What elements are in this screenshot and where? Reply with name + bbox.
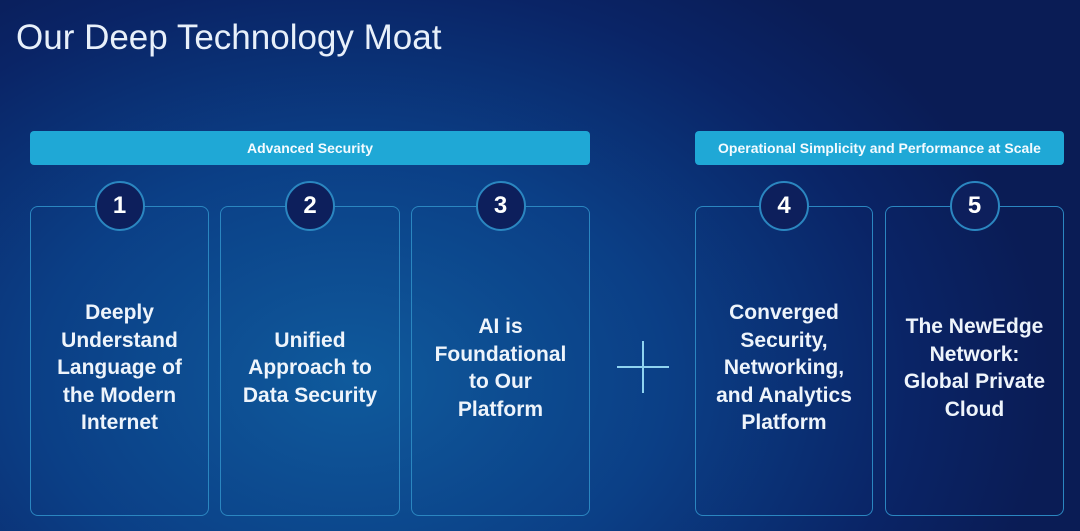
card-text: Converged Security, Networking, and Anal…: [716, 301, 852, 435]
card-number: 5: [949, 181, 1000, 231]
card-5: 5 The NewEdge Network: Global Private Cl…: [885, 181, 1064, 516]
card-text: The NewEdge Network: Global Private Clou…: [903, 315, 1046, 421]
card-number: 1: [94, 181, 145, 231]
card-text: Deeply Understand Language of the Modern…: [57, 301, 182, 435]
card-4: 4 Converged Security, Networking, and An…: [695, 181, 873, 516]
card-2: 2 Unified Approach to Data Security: [220, 181, 400, 516]
slide-title: Our Deep Technology Moat: [16, 18, 442, 57]
plus-icon: [617, 341, 669, 393]
card-number: 4: [759, 181, 809, 231]
card-number: 2: [285, 181, 335, 231]
card-text: Unified Approach to Data Security: [242, 328, 378, 407]
card-number: 3: [475, 181, 526, 231]
group-banner-operational-simplicity: Operational Simplicity and Performance a…: [695, 131, 1064, 165]
card-text: AI is Foundational to Our Platform: [434, 315, 567, 421]
card-3: 3 AI is Foundational to Our Platform: [411, 181, 590, 516]
card-1: 1 Deeply Understand Language of the Mode…: [30, 181, 209, 516]
group-banner-advanced-security: Advanced Security: [30, 131, 590, 165]
